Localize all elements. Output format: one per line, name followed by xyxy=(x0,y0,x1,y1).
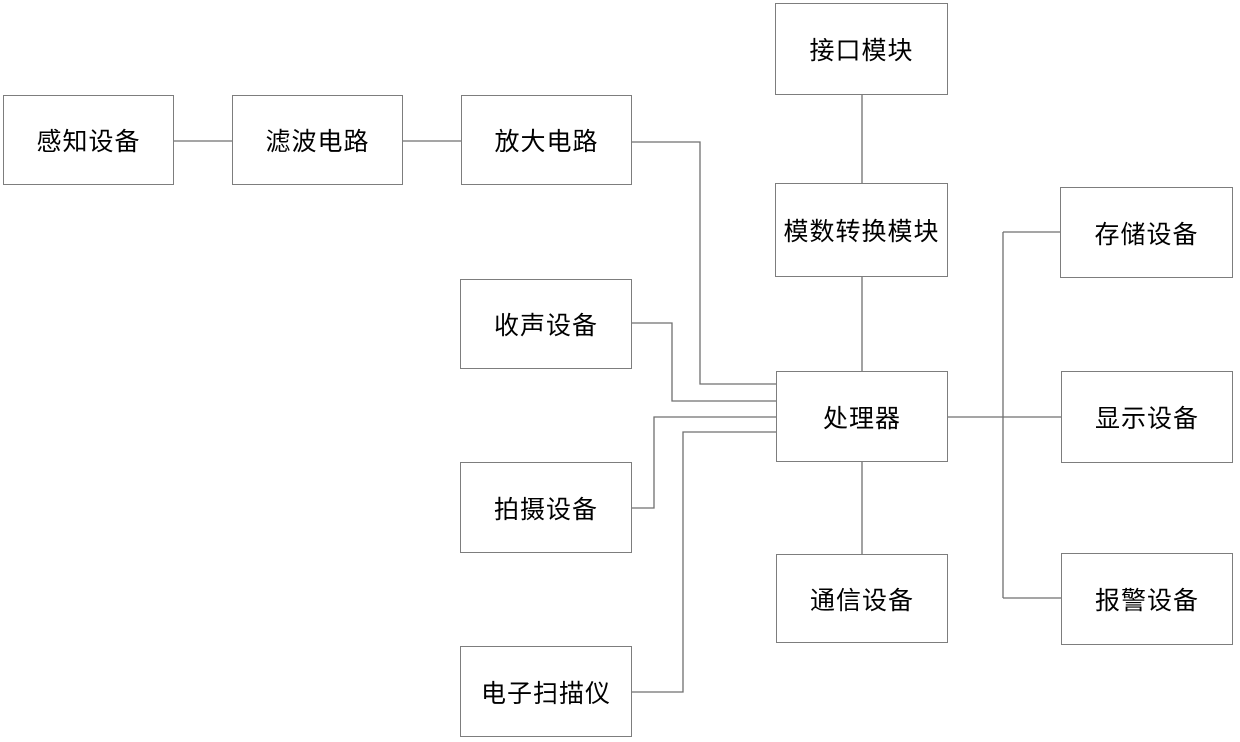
node-display-device: 显示设备 xyxy=(1061,371,1233,463)
node-label: 接口模块 xyxy=(809,38,914,65)
node-filter-circuit: 滤波电路 xyxy=(232,95,403,185)
node-sound-pickup-device: 收声设备 xyxy=(460,279,632,369)
node-storage-device: 存储设备 xyxy=(1060,187,1233,278)
node-label: 存储设备 xyxy=(1094,221,1199,249)
node-ad-conversion-module: 模数转换模块 xyxy=(775,183,948,277)
node-label: 滤波电路 xyxy=(265,129,370,156)
node-label: 通信设备 xyxy=(809,587,914,615)
node-label: 显示设备 xyxy=(1094,406,1199,433)
node-label: 模数转换模块 xyxy=(783,219,940,246)
node-sensing-device: 感知设备 xyxy=(3,95,174,185)
node-processor: 处理器 xyxy=(776,371,948,462)
node-electronic-scanner: 电子扫描仪 xyxy=(460,646,632,737)
edge-camera-processor xyxy=(632,416,776,509)
edge-scanner-processor xyxy=(632,431,776,693)
node-label: 感知设备 xyxy=(36,129,141,156)
node-label: 报警设备 xyxy=(1094,588,1199,615)
node-interface-module: 接口模块 xyxy=(775,3,948,95)
node-communication-device: 通信设备 xyxy=(776,554,948,643)
node-camera-device: 拍摄设备 xyxy=(460,462,632,553)
node-label: 电子扫描仪 xyxy=(480,680,611,708)
node-label: 拍摄设备 xyxy=(493,496,598,524)
node-label: 处理器 xyxy=(822,405,901,433)
edge-audio-processor xyxy=(632,322,776,402)
node-label: 收声设备 xyxy=(493,313,598,340)
node-amplifier-circuit: 放大电路 xyxy=(461,95,632,185)
node-alarm-device: 报警设备 xyxy=(1061,553,1233,645)
node-label: 放大电路 xyxy=(494,129,599,156)
edge-amplifier-processor xyxy=(632,141,776,385)
